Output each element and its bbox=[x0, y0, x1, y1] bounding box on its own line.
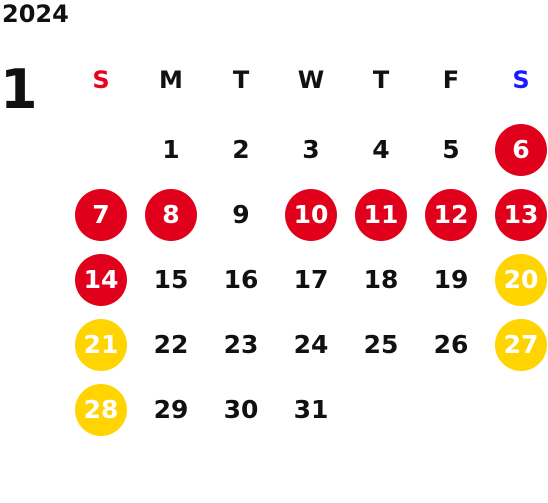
calendar-day-25[interactable]: 25 bbox=[363, 330, 399, 359]
weekday-header: S bbox=[92, 66, 110, 94]
calendar-day-2[interactable]: 2 bbox=[232, 135, 250, 164]
calendar-day-27[interactable]: 27 bbox=[495, 319, 547, 371]
calendar-day-15[interactable]: 15 bbox=[153, 265, 189, 294]
calendar-day-14[interactable]: 14 bbox=[75, 254, 127, 306]
calendar-day-20[interactable]: 20 bbox=[495, 254, 547, 306]
weekday-header: F bbox=[442, 66, 460, 94]
calendar-day-10[interactable]: 10 bbox=[285, 189, 337, 241]
calendar-day-26[interactable]: 26 bbox=[433, 330, 469, 359]
weekday-header: M bbox=[159, 66, 183, 94]
calendar-day-17[interactable]: 17 bbox=[293, 265, 329, 294]
calendar-day-16[interactable]: 16 bbox=[223, 265, 259, 294]
calendar-day-23[interactable]: 23 bbox=[223, 330, 259, 359]
calendar-day-28[interactable]: 28 bbox=[75, 384, 127, 436]
calendar-day-18[interactable]: 18 bbox=[363, 265, 399, 294]
calendar-day-6[interactable]: 6 bbox=[495, 124, 547, 176]
calendar-day-13[interactable]: 13 bbox=[495, 189, 547, 241]
weekday-header: T bbox=[232, 66, 250, 94]
calendar-day-11[interactable]: 11 bbox=[355, 189, 407, 241]
calendar-day-8[interactable]: 8 bbox=[145, 189, 197, 241]
calendar-day-31[interactable]: 31 bbox=[293, 395, 329, 424]
month-label: 1 bbox=[0, 58, 38, 121]
calendar-day-21[interactable]: 21 bbox=[75, 319, 127, 371]
year-label: 2024 bbox=[2, 0, 69, 28]
calendar-day-1[interactable]: 1 bbox=[162, 135, 180, 164]
weekday-header: W bbox=[297, 66, 325, 94]
calendar-day-12[interactable]: 12 bbox=[425, 189, 477, 241]
calendar-day-7[interactable]: 7 bbox=[75, 189, 127, 241]
weekday-header: T bbox=[372, 66, 390, 94]
calendar-day-19[interactable]: 19 bbox=[433, 265, 469, 294]
calendar-day-5[interactable]: 5 bbox=[442, 135, 460, 164]
calendar-day-3[interactable]: 3 bbox=[302, 135, 320, 164]
calendar-day-9[interactable]: 9 bbox=[232, 200, 250, 229]
calendar-day-4[interactable]: 4 bbox=[372, 135, 390, 164]
calendar-day-24[interactable]: 24 bbox=[293, 330, 329, 359]
weekday-header: S bbox=[512, 66, 530, 94]
calendar-day-22[interactable]: 22 bbox=[153, 330, 189, 359]
calendar-day-29[interactable]: 29 bbox=[153, 395, 189, 424]
calendar-day-30[interactable]: 30 bbox=[223, 395, 259, 424]
